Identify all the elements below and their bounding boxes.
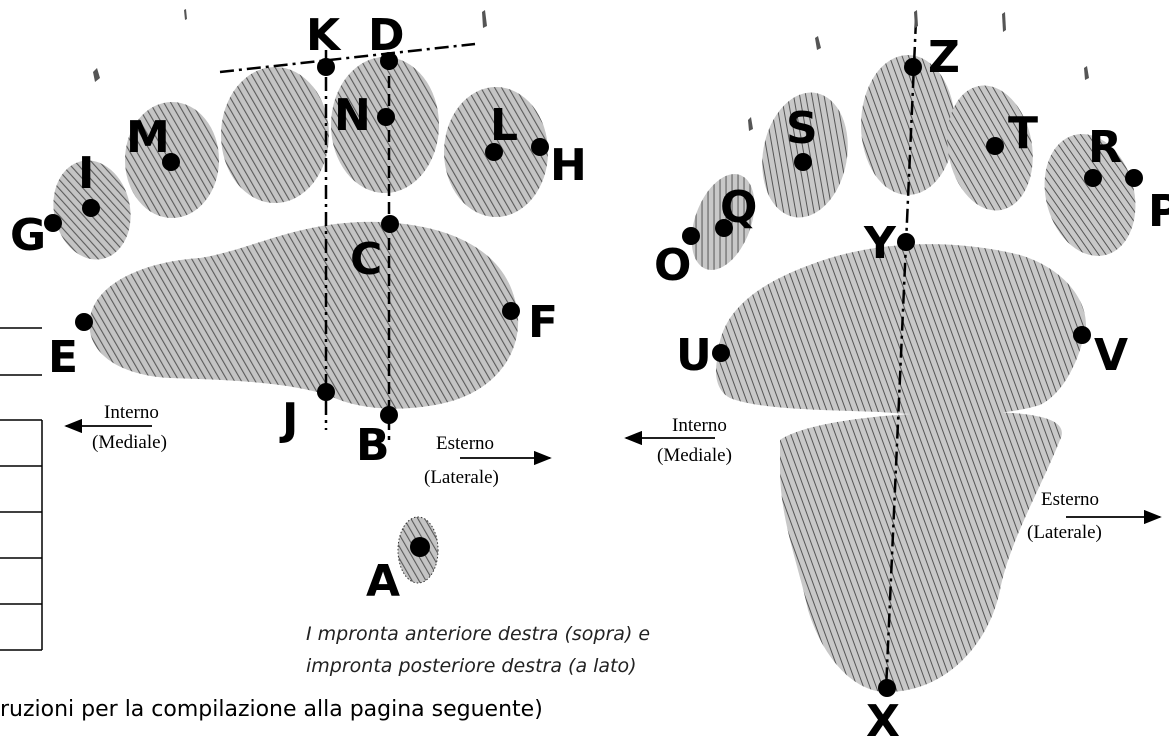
- rear-internal-sub-label: (Mediale): [657, 445, 732, 466]
- point-e: [75, 313, 93, 331]
- label-k: K: [306, 10, 342, 61]
- label-r: R: [1088, 122, 1122, 173]
- label-d: D: [368, 10, 405, 61]
- label-y: Y: [863, 218, 897, 269]
- caption-line-1: I mpronta anteriore destra (sopra) e: [306, 623, 650, 645]
- label-s: S: [786, 103, 818, 154]
- point-h: [531, 138, 549, 156]
- front-internal-label: Interno: [104, 402, 159, 423]
- label-e: E: [48, 332, 78, 383]
- label-g: G: [10, 210, 46, 261]
- point-a: [410, 537, 430, 557]
- label-z: Z: [928, 32, 960, 83]
- point-j: [317, 383, 335, 401]
- label-t: T: [1008, 108, 1038, 159]
- rear-heel-pad: [780, 412, 1062, 692]
- label-p: P: [1148, 186, 1169, 237]
- front-internal-sub-label: (Mediale): [92, 432, 167, 453]
- label-n: N: [334, 90, 371, 141]
- label-b: B: [356, 420, 390, 471]
- label-h: H: [550, 140, 587, 191]
- point-f: [502, 302, 520, 320]
- label-x: X: [866, 696, 900, 740]
- point-z: [904, 58, 922, 76]
- front-line-kd: [220, 44, 475, 72]
- front-main-pad: [89, 222, 518, 409]
- point-i: [82, 199, 100, 217]
- point-u: [712, 344, 730, 362]
- label-f: F: [528, 297, 558, 348]
- label-i: I: [78, 148, 94, 199]
- point-n: [377, 108, 395, 126]
- rear-internal-label: Interno: [672, 415, 727, 436]
- label-u: U: [676, 330, 712, 381]
- label-m: M: [126, 112, 170, 163]
- point-g: [44, 214, 62, 232]
- rear-external-label: Esterno: [1041, 489, 1099, 510]
- footer-instructions: ruzioni per la compilazione alla pagina …: [0, 697, 543, 722]
- label-q: Q: [720, 182, 757, 233]
- rear-footprint: Z S T R P Q O Y U V X Interno (Mediale) …: [626, 20, 1169, 740]
- label-l: L: [490, 100, 518, 151]
- label-c: C: [350, 234, 382, 285]
- label-a: A: [366, 556, 400, 607]
- point-x: [878, 679, 896, 697]
- caption-line-2: impronta posteriore destra (a lato): [306, 655, 637, 677]
- label-o: O: [654, 240, 691, 291]
- front-external-label: Esterno: [436, 433, 494, 454]
- label-v: V: [1094, 330, 1128, 381]
- point-s: [794, 153, 812, 171]
- point-t: [986, 137, 1004, 155]
- point-v: [1073, 326, 1091, 344]
- label-j: J: [279, 394, 298, 445]
- front-footprint: K D N M L H I G C F E J B A Interno (Med…: [10, 10, 587, 607]
- front-toe-pad-3: [221, 67, 329, 203]
- point-p: [1125, 169, 1143, 187]
- rear-external-sub-label: (Laterale): [1027, 522, 1102, 543]
- point-y: [897, 233, 915, 251]
- point-c: [381, 215, 399, 233]
- front-external-sub-label: (Laterale): [424, 467, 499, 488]
- table-fragment: [0, 328, 42, 650]
